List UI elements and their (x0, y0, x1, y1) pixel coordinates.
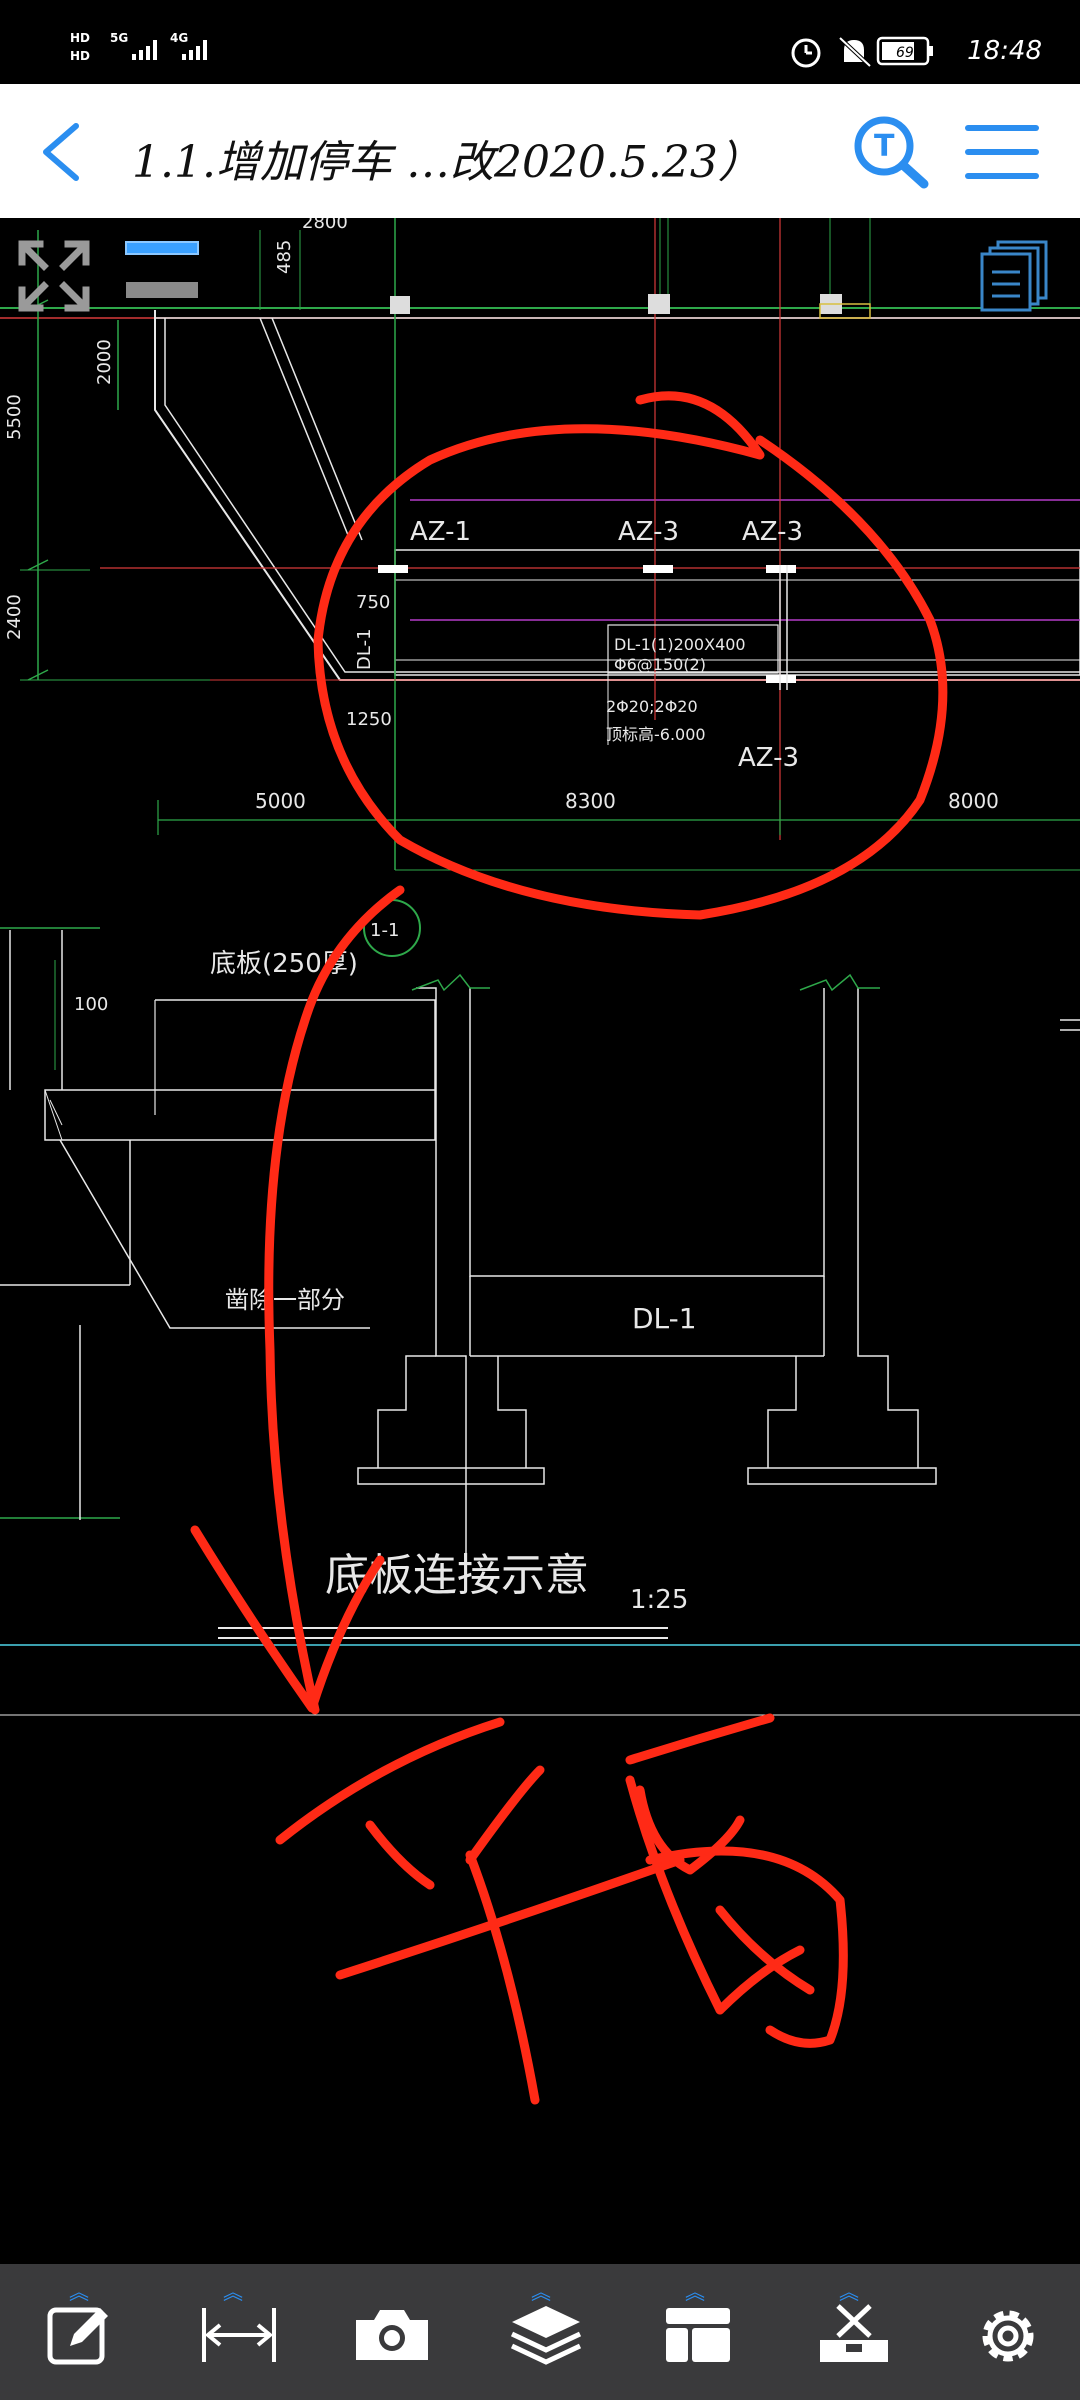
measure-icon (202, 2308, 276, 2362)
dim-5500: 5500 (4, 394, 25, 440)
dim-1250: 1250 (346, 709, 392, 730)
mute-bell-icon (838, 36, 872, 68)
remove-label: 凿除一部分 (225, 1286, 345, 1314)
layers-tool[interactable]: ︽ (486, 2264, 596, 2400)
scale-label: 1:25 (630, 1585, 688, 1615)
signal-icon: HD HD 5G 4G (70, 31, 207, 63)
label-az3-a: AZ-3 (618, 517, 679, 547)
chevron-up-icon: ︽ (839, 2280, 859, 2304)
svg-text:T: T (874, 129, 895, 164)
edit-icon (47, 2307, 108, 2365)
alarm-icon (791, 38, 821, 68)
dl1-vertical-label: DL-1 (354, 628, 375, 670)
dim-8000: 8000 (948, 789, 999, 813)
fullscreen-icon[interactable] (16, 238, 92, 314)
drawing-canvas[interactable]: 5500 2400 2000 485 2800 (0, 218, 1080, 2264)
beam-spec-2: Φ6@150(2) (614, 655, 706, 674)
camera-icon (356, 2310, 428, 2360)
label-az3-c: AZ-3 (738, 743, 799, 773)
dim-2400: 2400 (4, 594, 25, 640)
chevron-up-icon: ︽ (531, 2280, 551, 2304)
battery-icon: 69 (876, 36, 933, 66)
arrow-head (190, 1525, 385, 1713)
measure-tool[interactable]: ︽ (178, 2264, 288, 2400)
svg-text:5G: 5G (110, 31, 128, 45)
section-mark-1-1: 1-1 (370, 920, 399, 941)
chevron-up-icon: ︽ (685, 2280, 705, 2304)
dim-5000: 5000 (255, 789, 306, 813)
beam-spec-4: 顶标高-6.000 (606, 725, 706, 744)
layers-icon (510, 2306, 582, 2365)
svg-text:HD: HD (70, 31, 90, 45)
layer-toggle-icon[interactable] (124, 240, 200, 304)
chevron-up-icon: ︽ (223, 2280, 243, 2304)
arrow-shaft (264, 885, 405, 1715)
cad-drawing: 5500 2400 2000 485 2800 (0, 218, 1080, 2105)
dim-750: 750 (356, 592, 390, 613)
document-title: 1.1.增加停车 …改2020.5.23） (132, 137, 762, 188)
svg-text:69: 69 (896, 45, 914, 61)
svg-text:4G: 4G (170, 31, 188, 45)
dim-2000: 2000 (94, 339, 115, 385)
menu-icon[interactable] (964, 120, 1040, 184)
circle-annotation (313, 391, 948, 920)
status-bar: HD HD 5G 4G 69 (0, 0, 1080, 84)
red-annotation (190, 391, 948, 2105)
beam-spec-1: DL-1(1)200X400 (614, 635, 746, 654)
text-search-icon[interactable]: T (852, 114, 932, 190)
dim-8300: 8300 (565, 789, 616, 813)
label-az3-b: AZ-3 (742, 517, 803, 547)
settings-icon (982, 2310, 1034, 2362)
dim-485: 485 (274, 240, 295, 274)
label-az1: AZ-1 (410, 517, 471, 547)
svg-text:HD: HD (70, 49, 90, 63)
bottom-toolbar: ︽ ︽ ︽ ︽ (0, 2264, 1080, 2400)
tools-tool[interactable]: ︽ (794, 2264, 904, 2400)
settings-tool[interactable] (948, 2264, 1058, 2400)
back-icon[interactable] (36, 120, 86, 184)
edit-tool[interactable]: ︽ (24, 2264, 134, 2400)
status-icons: 69 (791, 36, 933, 68)
document-list-icon[interactable] (980, 240, 1050, 312)
signal-indicators: HD HD 5G 4G (70, 28, 230, 76)
dl1-section-label: DL-1 (632, 1302, 697, 1335)
dim-100: 100 (74, 994, 108, 1015)
camera-tool[interactable] (332, 2264, 442, 2400)
chevron-up-icon: ︽ (69, 2280, 89, 2304)
beam-spec-3: 2Φ20;2Φ20 (606, 697, 698, 716)
clock: 18:48 (967, 36, 1042, 66)
title-bar: 1.1.增加停车 …改2020.5.23） T (0, 84, 1080, 218)
layout-icon (666, 2308, 730, 2362)
toolbox-icon (820, 2304, 888, 2362)
layout-tool[interactable]: ︽ (640, 2264, 750, 2400)
dim-2800: 2800 (302, 218, 348, 233)
